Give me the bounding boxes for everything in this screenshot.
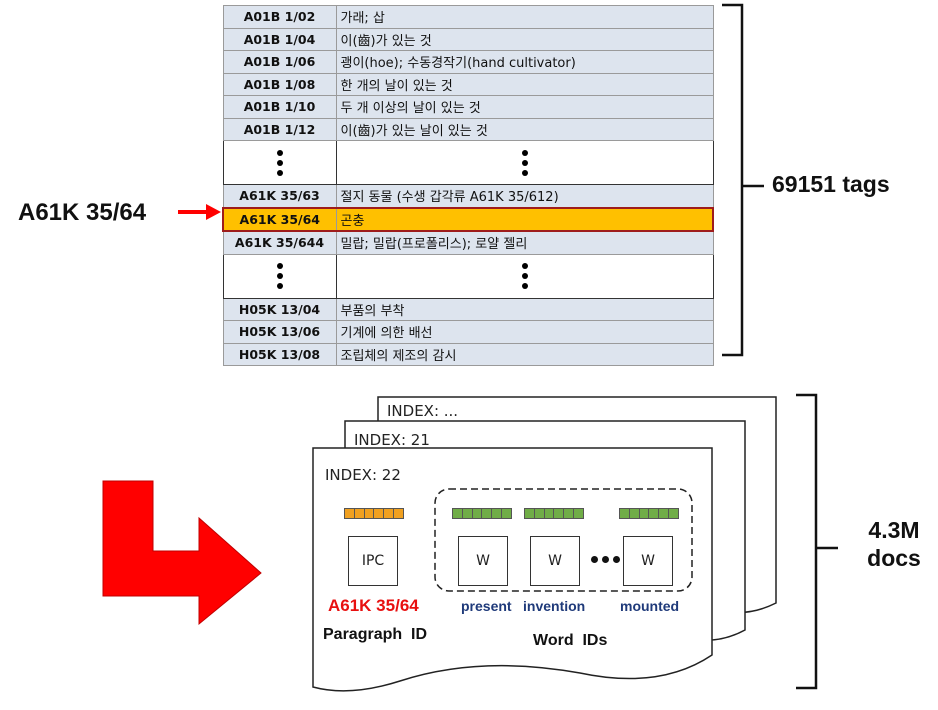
- horizontal-ellipsis-icon: [591, 556, 620, 563]
- paragraph-id-label: Paragraph ID: [323, 626, 428, 643]
- tag-code: A01B 1/12: [222, 117, 337, 141]
- ipc-box: IPC: [348, 536, 398, 586]
- pointer-label: A61K 35/64: [18, 199, 147, 226]
- table-row: A01B 1/10 두 개 이상의 날이 있는 것: [222, 95, 714, 119]
- word-embedding-bar: [619, 508, 679, 519]
- docs-bracket: [796, 393, 838, 690]
- docs-count-line1: 4.3M: [868, 517, 920, 543]
- table-row: H05K 13/04 부품의 부착: [222, 297, 714, 321]
- tag-desc: 이(齒)가 있는 날이 있는 것: [335, 117, 714, 141]
- docs-count-line2: docs: [867, 545, 921, 571]
- tag-code: A01B 1/04: [222, 27, 337, 51]
- tag-desc: 괭이(hoe); 수동경작기(hand cultivator): [335, 50, 714, 74]
- word-label-present: present: [461, 598, 512, 614]
- word-embedding-bar: [452, 508, 512, 519]
- ipc-value: A61K 35/64: [328, 596, 419, 615]
- word-label-invention: invention: [523, 598, 586, 614]
- table-row: H05K 13/08 조립체의 제조의 감시: [222, 342, 714, 366]
- word-ids-label: Word IDs: [533, 632, 608, 649]
- ellipsis-cell: [335, 140, 714, 185]
- tag-code: A01B 1/06: [222, 50, 337, 74]
- table-row: A61K 35/63 절지 동물 (수생 갑각류 A61K 35/612): [222, 184, 714, 208]
- middle-page-index: INDEX: 21: [354, 431, 430, 449]
- tag-desc: 부품의 부착: [335, 297, 714, 321]
- tag-desc: 절지 동물 (수생 갑각류 A61K 35/612): [335, 184, 714, 208]
- vertical-ellipsis-icon: [341, 149, 709, 176]
- tag-table: A01B 1/02 가래; 삽 A01B 1/04 이(齒)가 있는 것 A01…: [222, 5, 714, 366]
- tag-desc: 두 개 이상의 날이 있는 것: [335, 95, 714, 119]
- highlighted-row: A61K 35/64 곤충: [222, 206, 714, 232]
- word-label-mounted: mounted: [620, 598, 680, 614]
- tag-code: A61K 35/644: [222, 230, 337, 255]
- ellipsis-row: [222, 253, 714, 299]
- vertical-ellipsis-icon: [341, 263, 709, 289]
- tag-code: H05K 13/08: [222, 342, 337, 366]
- table-row: A01B 1/04 이(齒)가 있는 것: [222, 27, 714, 51]
- right-arrow-icon: [178, 204, 221, 220]
- word-box: W: [530, 536, 580, 586]
- tag-code: A01B 1/10: [222, 95, 337, 119]
- tag-code: H05K 13/06: [222, 320, 337, 344]
- table-row: A01B 1/06 괭이(hoe); 수동경작기(hand cultivator…: [222, 50, 714, 74]
- word-embedding-bar: [524, 508, 584, 519]
- tag-code: A61K 35/63: [222, 184, 337, 208]
- ellipsis-cell: [335, 253, 714, 299]
- ipc-embedding-bar: [344, 508, 404, 519]
- tag-code: A01B 1/08: [222, 72, 337, 96]
- back-page-index: INDEX: ...: [387, 402, 459, 420]
- vertical-ellipsis-icon: [228, 149, 332, 176]
- tag-code: A61K 35/64: [222, 206, 337, 232]
- table-row: A61K 35/644 밀랍; 밀랍(프로폴리스); 로얄 젤리: [222, 230, 714, 255]
- tag-desc: 가래; 삽: [335, 5, 714, 29]
- ellipsis-cell: [222, 140, 337, 185]
- table-bracket: [722, 3, 764, 357]
- table-row: H05K 13/06 기계에 의한 배선: [222, 320, 714, 344]
- ellipsis-row: [222, 140, 714, 185]
- ellipsis-cell: [222, 253, 337, 299]
- word-box: W: [458, 536, 508, 586]
- tag-desc: 이(齒)가 있는 것: [335, 27, 714, 51]
- tag-code: H05K 13/04: [222, 297, 337, 321]
- tags-count-label: 69151 tags: [772, 171, 890, 197]
- front-page-index: INDEX: 22: [325, 466, 401, 484]
- tag-desc: 곤충: [335, 206, 714, 232]
- tag-desc: 기계에 의한 배선: [335, 320, 714, 344]
- table-row: A01B 1/02 가래; 삽: [222, 5, 714, 29]
- tag-code: A01B 1/02: [222, 5, 337, 29]
- word-box: W: [623, 536, 673, 586]
- tag-desc: 조립체의 제조의 감시: [335, 342, 714, 366]
- table-row: A01B 1/08 한 개의 날이 있는 것: [222, 72, 714, 96]
- big-down-right-arrow-icon: [102, 480, 262, 626]
- tag-desc: 밀랍; 밀랍(프로폴리스); 로얄 젤리: [335, 230, 714, 255]
- table-row: A01B 1/12 이(齒)가 있는 날이 있는 것: [222, 117, 714, 141]
- tag-desc: 한 개의 날이 있는 것: [335, 72, 714, 96]
- docs-count-label: 4.3M docs: [854, 516, 934, 572]
- vertical-ellipsis-icon: [228, 263, 332, 289]
